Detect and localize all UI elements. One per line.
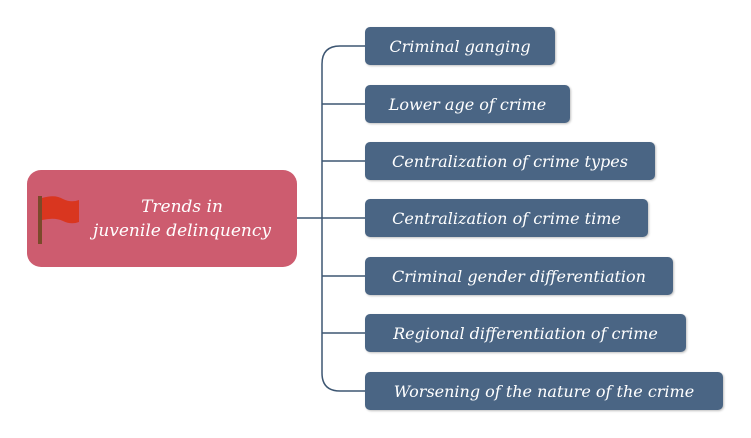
root-title-line2: juvenile delinquency: [93, 220, 271, 241]
branch-label: Criminal gender differentiation: [392, 266, 646, 286]
connector-trunk: [321, 45, 365, 392]
branch-node: Lower age of crime: [365, 85, 570, 123]
branch-node: Centralization of crime types: [365, 142, 655, 180]
connector-branches: [322, 103, 365, 334]
root-title-line1: Trends in: [141, 196, 223, 217]
branch-label: Criminal ganging: [389, 36, 531, 56]
root-node: Trends in juvenile delinquency: [27, 170, 297, 267]
branch-label: Centralization of crime time: [392, 208, 621, 228]
branch-node: Worsening of the nature of the crime: [365, 372, 723, 410]
branch-label: Regional differentiation of crime: [393, 323, 658, 343]
branch-node: Regional differentiation of crime: [365, 314, 686, 352]
branch-label: Centralization of crime types: [392, 151, 628, 171]
branch-label: Lower age of crime: [388, 94, 547, 114]
branch-node: Criminal ganging: [365, 27, 555, 65]
branch-node: Criminal gender differentiation: [365, 257, 673, 295]
branch-label: Worsening of the nature of the crime: [393, 381, 695, 401]
branch-node: Centralization of crime time: [365, 199, 648, 237]
flag-icon: [38, 196, 79, 244]
